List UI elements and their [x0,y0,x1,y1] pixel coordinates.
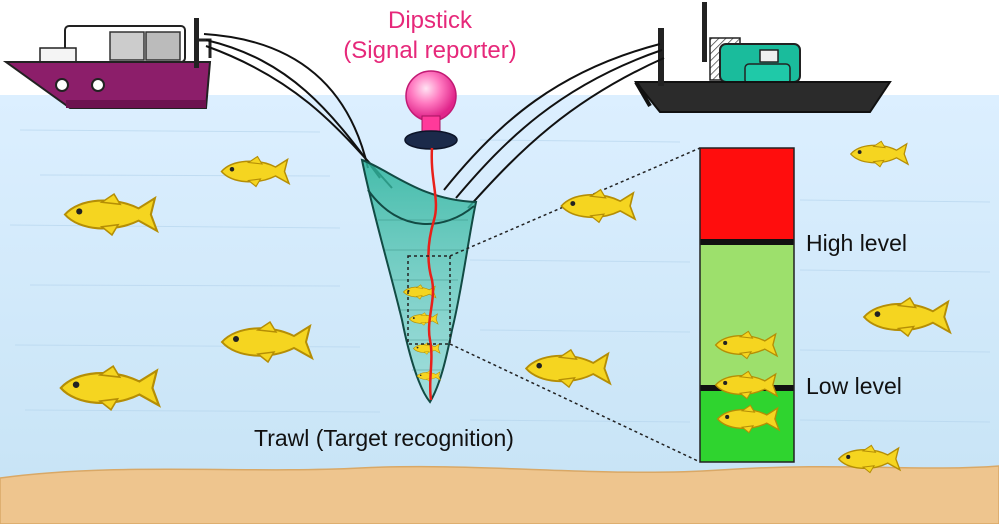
zoom-lines [449,147,701,463]
water-area [0,95,999,480]
signal-line [427,147,438,401]
left-boat-icon [2,18,212,109]
trawl-net [360,158,478,404]
right-boat-icon [633,2,892,113]
trawl-label: Trawl (Target recognition) [254,425,514,451]
level-gauge [699,147,795,463]
zoom-box [407,255,451,345]
gauge-high-zone [700,148,794,240]
low-level-label: Low level [806,373,902,399]
water-texture [9,129,991,423]
tow-lines [203,33,665,209]
high-level-line [700,239,794,245]
light-bulb-icon [404,70,458,150]
dipstick-subtitle: (Signal reporter) [343,37,517,64]
dipstick-label: Dipstick (Signal reporter) [330,6,530,66]
dipstick-title: Dipstick [387,7,472,34]
seabed-sand [0,465,999,524]
high-level-label: High level [806,230,907,256]
gauge-mid-zone [700,244,794,386]
